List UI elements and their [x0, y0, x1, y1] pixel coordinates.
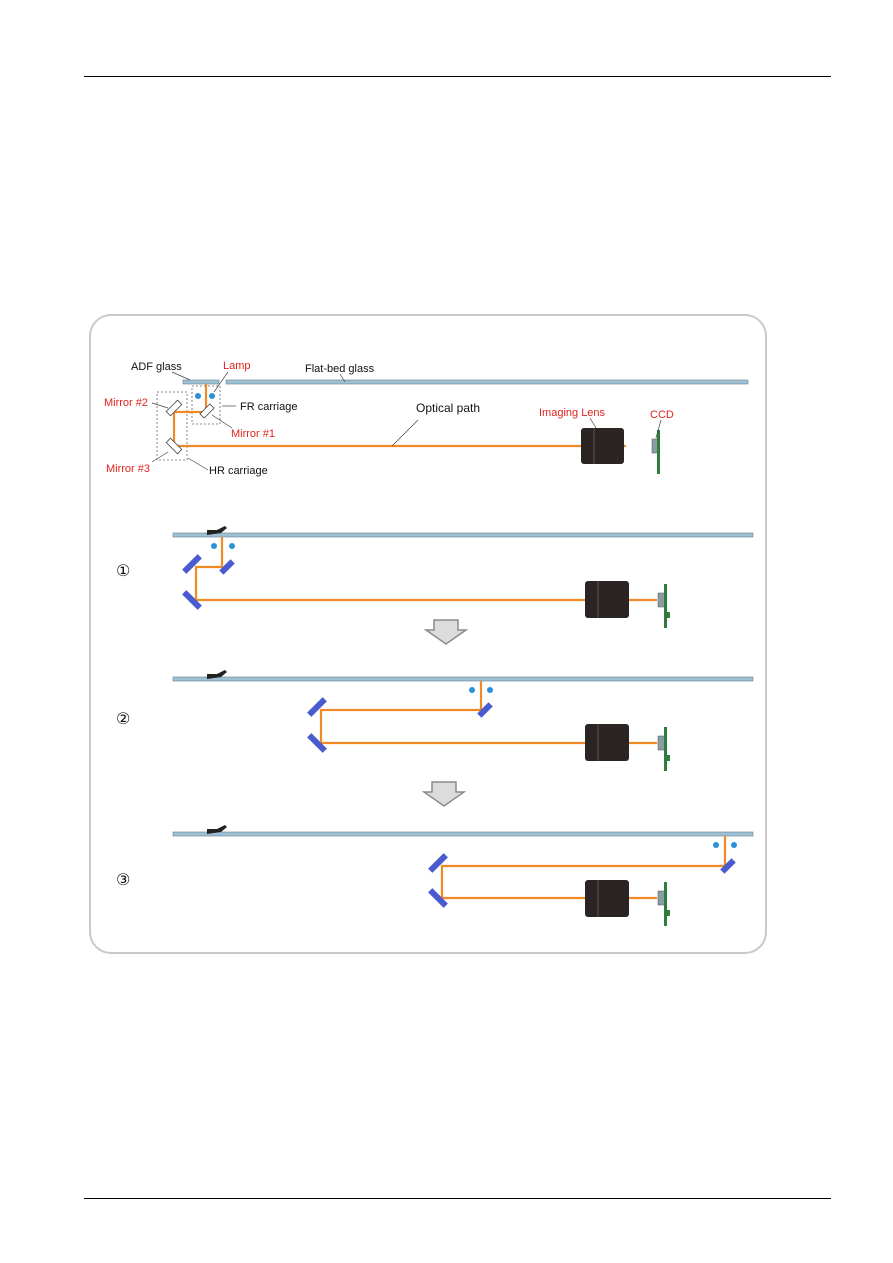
step-1-diagram: ① — [116, 526, 754, 628]
step2-ccd-chip — [667, 755, 670, 761]
label-adf-glass: ADF glass — [131, 361, 182, 373]
hr-carriage-box — [156, 391, 188, 461]
label-flatbed-glass: Flat-bed glass — [305, 363, 375, 375]
overview-diagram: ADF glass Lamp Flat-bed glass Mirror #2 … — [104, 360, 749, 477]
label-optical-path: Optical path — [416, 401, 480, 415]
header-rule — [84, 76, 831, 77]
step1-adf-roller — [207, 526, 227, 535]
leader-lens — [589, 417, 597, 429]
step2-lamp-right — [487, 687, 493, 693]
step2-glass — [172, 676, 754, 682]
step3-lens — [585, 880, 629, 917]
step2-lens — [585, 724, 629, 761]
lamp-right — [209, 393, 215, 399]
step1-mirror-3 — [182, 590, 202, 610]
step-2-label: ② — [116, 709, 130, 728]
label-mirror-1: Mirror #1 — [231, 428, 275, 440]
step2-lamp-left — [469, 687, 475, 693]
step3-mirror-2 — [428, 853, 448, 873]
step2-beam — [319, 681, 657, 745]
step1-ccd-board — [664, 584, 667, 628]
step1-mirror-1 — [219, 559, 235, 575]
step1-glass — [172, 532, 754, 538]
step1-beam — [194, 537, 657, 602]
step1-lens — [585, 581, 629, 618]
down-arrow-icon — [423, 619, 469, 645]
adf-glass — [182, 379, 220, 385]
step-3-diagram: ③ — [116, 825, 754, 926]
step2-adf-roller — [207, 670, 227, 679]
leader-mirror1 — [211, 414, 233, 429]
step1-lamp-left — [211, 543, 217, 549]
figure-panel — [89, 314, 767, 954]
step1-ccd-sensor — [657, 592, 666, 608]
step2-ccd-board — [664, 727, 667, 771]
label-lamp: Lamp — [223, 360, 251, 372]
step3-mirror-3 — [428, 888, 448, 908]
step3-ccd-chip — [667, 910, 670, 916]
label-mirror-2: Mirror #2 — [104, 397, 148, 409]
down-arrow-icon — [421, 781, 467, 807]
step1-lamp-right — [229, 543, 235, 549]
step2-mirror-1 — [477, 702, 493, 718]
ccd-board — [657, 430, 660, 474]
step-2-diagram: ② — [116, 670, 754, 771]
step1-ccd-chip — [667, 612, 670, 618]
label-ccd: CCD — [650, 409, 674, 421]
step2-ccd-sensor — [657, 735, 666, 751]
step3-glass — [172, 831, 754, 837]
label-hr-carriage: HR carriage — [209, 465, 268, 477]
mirror-3 — [165, 437, 183, 455]
step3-beam — [440, 836, 727, 900]
mirror-2 — [165, 399, 183, 417]
step-3-label: ③ — [116, 870, 130, 889]
label-fr-carriage: FR carriage — [240, 401, 297, 413]
imaging-lens — [581, 428, 624, 464]
leader-mirror2 — [151, 402, 169, 409]
label-imaging-lens: Imaging Lens — [539, 407, 606, 419]
leader-flatbed — [339, 373, 346, 383]
lamp-left — [195, 393, 201, 399]
step3-lamp-right — [731, 842, 737, 848]
step3-adf-roller — [207, 825, 227, 834]
step3-ccd-board — [664, 882, 667, 926]
leader-lamp — [213, 371, 229, 393]
leader-mirror3 — [151, 451, 169, 463]
leader-hr — [187, 457, 209, 471]
flatbed-glass — [225, 379, 749, 385]
step2-mirror-2 — [307, 697, 327, 717]
leader-path — [391, 419, 419, 447]
step3-ccd-sensor — [657, 890, 666, 906]
mirror-1 — [199, 403, 215, 419]
label-mirror-3: Mirror #3 — [106, 463, 150, 475]
step3-lamp-left — [713, 842, 719, 848]
footer-rule — [84, 1198, 831, 1199]
step2-mirror-3 — [307, 733, 327, 753]
leader-adf — [171, 371, 191, 381]
leader-ccd — [655, 419, 662, 439]
step3-mirror-1 — [720, 858, 736, 874]
step-1-label: ① — [116, 561, 130, 580]
step1-mirror-2 — [182, 554, 202, 574]
